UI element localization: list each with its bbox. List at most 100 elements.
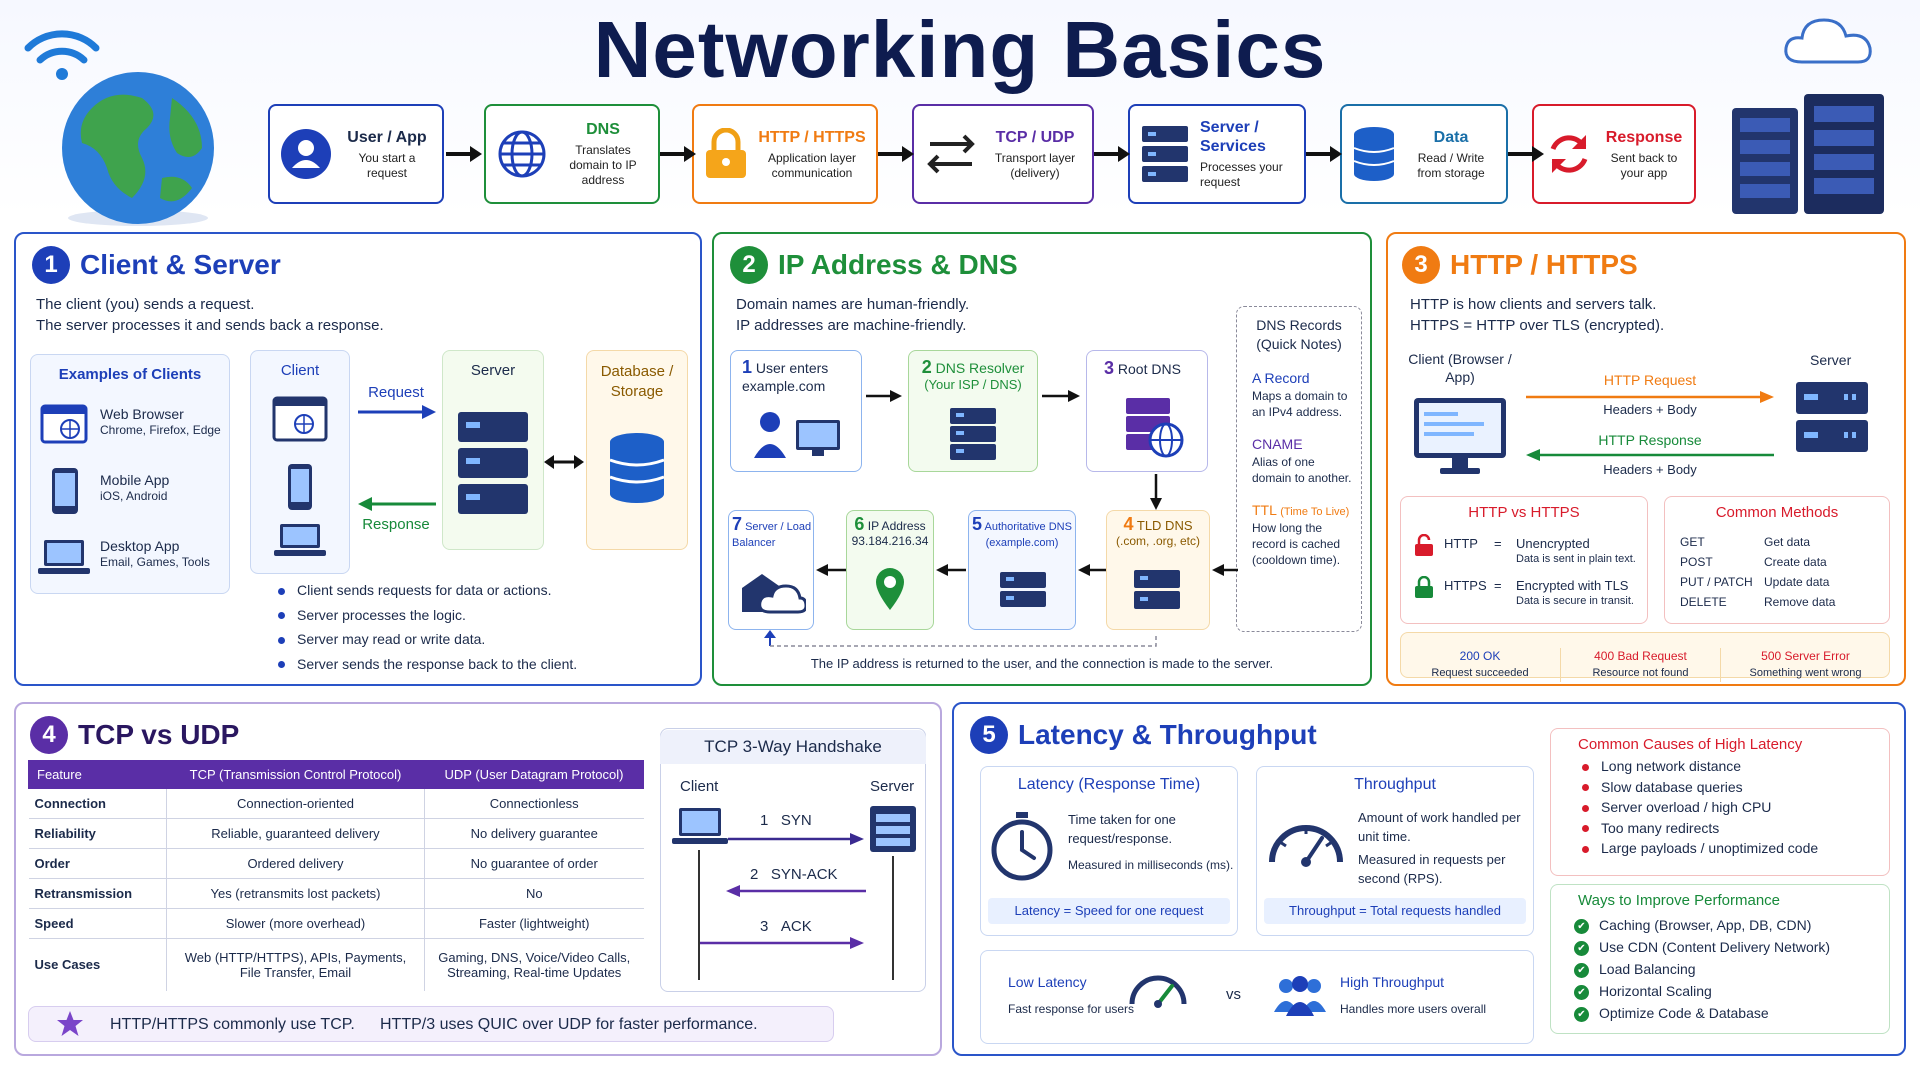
database-icon [1353, 127, 1395, 181]
server-icon [1796, 382, 1868, 452]
tcp-udp-table: Feature TCP (Transmission Control Protoc… [28, 760, 644, 991]
swap-arrows-icon [927, 134, 975, 174]
server-icon [1000, 572, 1046, 607]
response-arrow [358, 497, 436, 511]
status-codes-box [1400, 632, 1890, 678]
users-icon [1274, 976, 1326, 1016]
http-request-arrow [1526, 391, 1774, 403]
flow-arrow [660, 146, 696, 162]
request-arrow [358, 405, 436, 419]
unlocked-icon [1415, 534, 1433, 556]
syn-arrow [728, 833, 864, 845]
s2-intro: Domain names are human-friendly. IP addr… [736, 296, 970, 334]
ack-arrow [700, 937, 864, 949]
mobile-icon [52, 468, 78, 514]
globe-icon [52, 68, 224, 228]
gauge-icon [1269, 825, 1343, 867]
section-5-header: 5 Latency & Throughput [970, 716, 1317, 754]
left-arrow [816, 564, 846, 576]
browser-icon [272, 396, 328, 442]
handshake-box [660, 728, 926, 992]
bidirectional-arrow [544, 455, 584, 469]
page-title: Networking Basics [593, 5, 1327, 94]
section-1-header: 1 Client & Server [32, 246, 281, 284]
flow-arrow [866, 390, 902, 402]
database-icon [609, 433, 665, 503]
mobile-icon [288, 464, 312, 510]
server-icon [1142, 126, 1188, 182]
server-icon [870, 806, 916, 852]
flow-arrow [1094, 146, 1130, 162]
flow-arrow [1042, 390, 1080, 402]
speed-gauge-icon [1129, 975, 1187, 1008]
methods-box [1664, 496, 1890, 624]
refresh-icon [1550, 135, 1588, 173]
s2-footer: The IP address is returned to the user, … [810, 656, 1274, 671]
causes-list: Long network distance Slow database quer… [1582, 756, 1818, 859]
server-globe-icon [1126, 398, 1184, 458]
handshake-title: TCP 3-Way Handshake [660, 730, 926, 764]
server-icon [458, 412, 528, 514]
flow-arrow [1508, 146, 1544, 162]
s1-intro: The client (you) sends a request. The se… [36, 296, 384, 334]
flow-arrow [878, 146, 914, 162]
section-2-header: 2 IP Address & DNS [730, 246, 1018, 284]
server-timeline [892, 856, 894, 980]
star-icon [57, 1011, 83, 1036]
lock-icon [706, 128, 746, 178]
examples-title: Examples of Clients [58, 366, 202, 383]
dns-step-5 [968, 510, 1076, 630]
left-arrow [936, 564, 966, 576]
latency-vs-throughput-box [980, 950, 1534, 1044]
globe-icon [498, 130, 546, 178]
return-path-arrow [764, 630, 1157, 647]
left-arrow [1078, 564, 1108, 576]
http-response-arrow [1526, 449, 1774, 461]
dns-step-1 [730, 350, 862, 472]
location-pin-icon [876, 568, 904, 610]
dns-notes-box [1236, 306, 1362, 632]
cloud-server-icon [742, 574, 806, 614]
server-rack-icon [1728, 90, 1888, 216]
lock-icon [1415, 576, 1433, 598]
monitor-icon [1414, 398, 1506, 474]
browser-icon [40, 404, 88, 444]
cloud-icon [1782, 12, 1878, 68]
syn-ack-arrow [726, 885, 866, 897]
http-vs-https-box [1400, 496, 1648, 624]
tcp-note-box [28, 1006, 834, 1042]
section-3-header: 3 HTTP / HTTPS [1402, 246, 1638, 284]
user-icon [281, 129, 331, 179]
s1-bullets: Client sends requests for data or action… [278, 578, 577, 676]
laptop-icon [38, 540, 90, 574]
flow-arrow [446, 146, 482, 162]
flow-arrow [1306, 146, 1342, 162]
laptop-icon [672, 808, 728, 844]
laptop-icon [274, 524, 326, 556]
down-arrow [1150, 474, 1162, 510]
stopwatch-icon [991, 812, 1053, 881]
user-computer-icon [754, 412, 840, 458]
server-icon [1134, 570, 1180, 609]
client-timeline [698, 850, 700, 980]
section-4-header: 4 TCP vs UDP [30, 716, 239, 754]
improve-list: Caching (Browser, App, DB, CDN) Use CDN … [1574, 914, 1830, 1024]
s3-intro: HTTP is how clients and servers talk. HT… [1410, 296, 1665, 334]
server-icon [950, 408, 996, 460]
